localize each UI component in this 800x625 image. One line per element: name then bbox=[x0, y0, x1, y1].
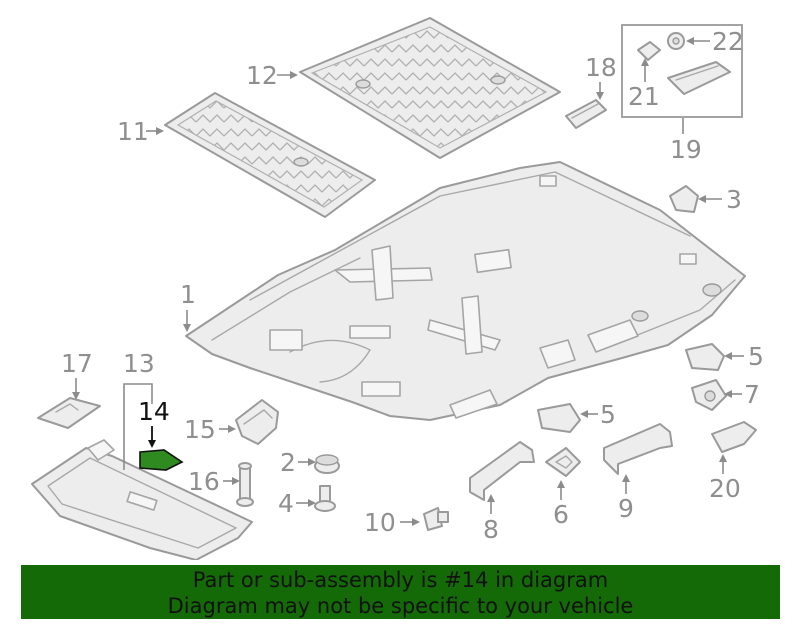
callout-13: 13 bbox=[123, 349, 155, 378]
bracket-13 bbox=[123, 383, 153, 470]
part-19-housing bbox=[667, 61, 731, 95]
callout-20: 20 bbox=[709, 474, 741, 503]
part-9-grab-handle[interactable] bbox=[603, 423, 673, 475]
part-5-retainer-upper[interactable] bbox=[685, 343, 725, 371]
part-13-sun-visor[interactable] bbox=[31, 439, 253, 560]
footer-line-1: Part or sub-assembly is #14 in diagram bbox=[192, 568, 609, 592]
part-17-visor-clip[interactable] bbox=[37, 397, 101, 429]
footer-banner: Part or sub-assembly is #14 in diagram D… bbox=[21, 565, 780, 619]
callout-18: 18 bbox=[585, 53, 617, 82]
callout-16: 16 bbox=[188, 467, 220, 496]
callout-22: 22 bbox=[712, 27, 744, 56]
callout-7: 7 bbox=[744, 380, 760, 409]
leader-lines bbox=[72, 37, 744, 526]
part-8-grab-handle[interactable] bbox=[469, 441, 535, 501]
part-12-roof-panel[interactable] bbox=[299, 17, 561, 159]
part-5-retainer-lower[interactable] bbox=[537, 403, 581, 433]
callout-12: 12 bbox=[246, 61, 278, 90]
callout-8: 8 bbox=[483, 515, 499, 544]
part-10-screw[interactable] bbox=[423, 507, 449, 531]
callout-17: 17 bbox=[61, 349, 93, 378]
callout-5-upper: 5 bbox=[748, 342, 764, 371]
part-14-highlighted[interactable] bbox=[139, 449, 184, 471]
callout-10: 10 bbox=[364, 508, 396, 537]
callout-11: 11 bbox=[117, 117, 149, 146]
part-20-handle-cover[interactable] bbox=[711, 421, 757, 453]
callout-4: 4 bbox=[278, 489, 294, 518]
part-21-plug bbox=[637, 41, 661, 61]
callout-14: 14 bbox=[138, 397, 170, 426]
callout-6: 6 bbox=[553, 500, 569, 529]
parts-diagram: 12 11 1 18 22 21 19 3 5 7 5 20 9 6 8 10 … bbox=[31, 17, 764, 560]
part-18-clip[interactable] bbox=[565, 99, 607, 129]
part-15-bracket[interactable] bbox=[235, 399, 279, 445]
footer-line-2: Diagram may not be specific to your vehi… bbox=[167, 594, 634, 618]
part-6-bezel[interactable] bbox=[545, 447, 581, 477]
part-2-plug[interactable] bbox=[314, 454, 340, 474]
callout-3: 3 bbox=[726, 185, 742, 214]
part-7-cover[interactable] bbox=[691, 379, 727, 411]
part-4-clip[interactable] bbox=[314, 485, 336, 512]
part-16-pin[interactable] bbox=[236, 462, 254, 507]
part-3-clip[interactable] bbox=[669, 185, 699, 213]
part-19-assembly-box[interactable] bbox=[621, 24, 743, 118]
callout-labels: 12 11 1 18 22 21 19 3 5 7 5 20 9 6 8 10 … bbox=[61, 27, 764, 544]
part-1-headliner[interactable] bbox=[185, 161, 746, 421]
callout-9: 9 bbox=[618, 494, 634, 523]
callout-2: 2 bbox=[280, 448, 296, 477]
callout-19: 19 bbox=[670, 135, 702, 164]
callout-1: 1 bbox=[180, 280, 196, 309]
callout-5-lower: 5 bbox=[600, 400, 616, 429]
part-11-roof-panel[interactable] bbox=[164, 92, 376, 218]
callout-15: 15 bbox=[184, 415, 216, 444]
callout-21: 21 bbox=[628, 82, 660, 111]
